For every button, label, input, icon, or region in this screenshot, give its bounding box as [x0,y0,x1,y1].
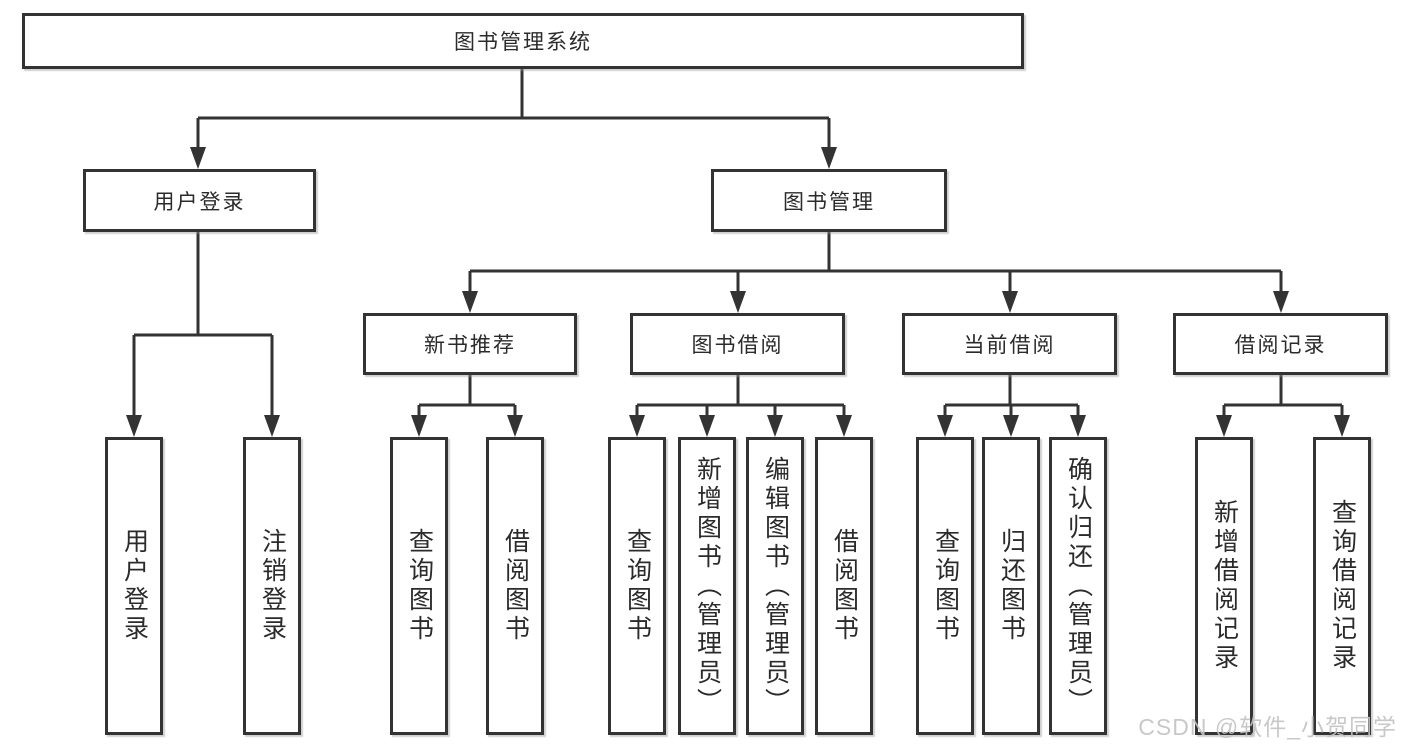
leaf-add-borrow-record: 新增借阅记录 [1195,437,1253,735]
leaf-query-borrow-record: 查询借阅记录 [1313,437,1371,735]
arrowhead [190,147,206,169]
arrowhead [411,415,427,437]
node-borrow-record-label: 借阅记录 [1234,334,1327,357]
leaf-logout: 注销登录 [243,437,301,735]
csdn-watermark: CSDN @软件_小贺同学 [1138,714,1397,740]
leaf-edit-book-admin: 编辑图书（管理员） [746,437,804,735]
node-current-borrow: 当前借阅 [902,313,1117,375]
arrowhead [699,415,715,437]
leaf-confirm-return-admin: 确认归还（管理员） [1049,437,1107,735]
connector-new-book-to-leaves [417,375,517,416]
arrowhead [507,415,523,437]
leaf-add-borrow-record-label: 新增借阅记录 [1210,499,1239,673]
arrowhead [629,415,645,437]
connector-book-mgmt-to-level3 [468,232,1283,292]
arrowhead [126,415,142,437]
arrowhead [1216,415,1232,437]
node-borrow-record: 借阅记录 [1173,313,1388,375]
leaf-borrow-book-recommend: 借阅图书 [486,437,544,735]
leaf-add-book-admin: 新增图书（管理员） [678,437,736,735]
leaf-borrow-book: 借阅图书 [815,437,873,735]
node-user-login-label: 用户登录 [153,190,246,214]
leaf-borrow-book-recommend-label: 借阅图书 [501,528,530,644]
node-book-management-label: 图书管理 [783,190,875,214]
leaf-query-book-recommend: 查询图书 [390,437,448,735]
leaf-return-book: 归还图书 [982,437,1040,735]
connector-paths [132,67,1344,416]
arrowheads [126,147,1350,437]
arrowhead [264,415,280,437]
arrowhead [767,415,783,437]
leaf-query-book-current-label: 查询图书 [931,528,960,644]
node-root: 图书管理系统 [22,13,1024,69]
node-book-management: 图书管理 [711,169,947,232]
connector-current-borrow-to-leaves [943,375,1080,416]
leaf-query-book-current: 查询图书 [916,437,974,735]
leaf-user-login: 用户登录 [105,437,163,735]
arrowhead [937,415,953,437]
connector-root-to-level2 [196,67,831,148]
arrowhead [1070,415,1086,437]
arrowhead [1002,291,1018,313]
node-current-borrow-label: 当前借阅 [963,334,1056,357]
node-book-borrow-label: 图书借阅 [691,334,784,357]
leaf-query-book-borrow-label: 查询图书 [623,528,652,644]
connector-user-login-to-leaves [132,232,274,416]
leaf-query-book-borrow: 查询图书 [608,437,666,735]
connector-book-borrow-to-leaves [635,375,846,416]
arrowhead [1273,291,1289,313]
arrowhead [1003,415,1019,437]
leaf-add-book-admin-label: 新增图书（管理员） [693,455,722,717]
leaf-query-book-recommend-label: 查询图书 [405,528,434,644]
leaf-return-book-label: 归还图书 [997,528,1026,644]
node-root-label: 图书管理系统 [454,31,592,54]
connector-borrow-record-to-leaves [1222,375,1344,416]
arrowhead [462,291,478,313]
node-new-book-recommend-label: 新书推荐 [424,334,516,357]
node-user-login: 用户登录 [83,169,316,232]
arrowhead [821,147,837,169]
leaf-borrow-book-label: 借阅图书 [830,528,859,644]
arrowhead [1334,415,1350,437]
leaf-logout-label: 注销登录 [258,528,287,644]
leaf-query-borrow-record-label: 查询借阅记录 [1328,499,1357,673]
leaf-edit-book-admin-label: 编辑图书（管理员） [761,455,790,717]
leaf-confirm-return-admin-label: 确认归还（管理员） [1064,455,1093,717]
leaf-user-login-label: 用户登录 [120,528,149,644]
node-new-book-recommend: 新书推荐 [363,313,577,375]
arrowhead [836,415,852,437]
node-book-borrow: 图书借阅 [630,313,845,375]
arrowhead [730,291,746,313]
